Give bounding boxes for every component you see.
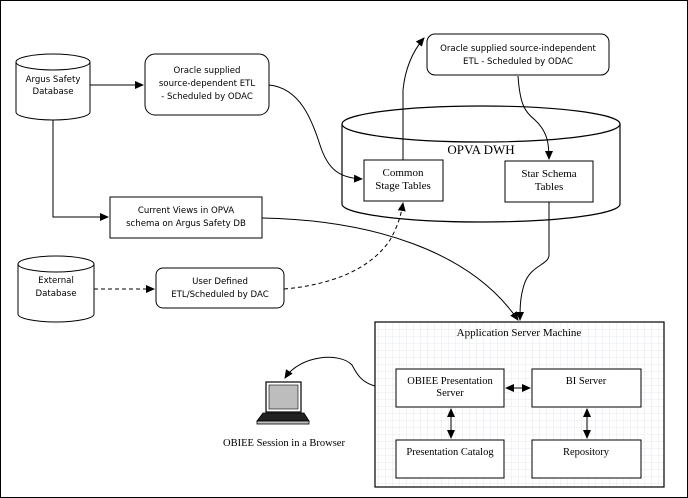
external-database: External Database [17, 255, 95, 323]
obiee-presentation-server-box: OBIEE Presentation Server [395, 368, 505, 408]
star-schema-line1: Star Schema [521, 168, 576, 180]
user-defined-etl-line1: User Defined [192, 277, 248, 287]
source-dependent-etl-line3: - Scheduled by ODAC [161, 92, 253, 102]
common-stage-tables-box: Common Stage Tables [363, 159, 444, 202]
external-db-label-line2: Database [35, 289, 76, 299]
bi-server-label: BI Server [566, 376, 607, 387]
argus-safety-database: Argus Safety Database [15, 53, 91, 121]
argus-db-label-line1: Argus Safety [26, 75, 81, 85]
edge-common-stage-to-source-independent-etl [402, 37, 425, 160]
source-dependent-etl-line1: Oracle supplied [173, 66, 240, 76]
source-independent-etl-line2: ETL - Scheduled by ODAC [463, 57, 573, 67]
repository-box: Repository [531, 439, 642, 479]
app-server-label: Application Server Machine [457, 327, 582, 339]
source-independent-etl-box: Oracle supplied source-independent ETL -… [426, 33, 610, 76]
repository-label: Repository [563, 447, 610, 458]
bi-server-box: BI Server [531, 368, 642, 408]
opva-dwh-label: OPVA DWH [447, 142, 514, 157]
presentation-catalog-box: Presentation Catalog [395, 439, 505, 479]
browser-session-label: OBIEE Session in a Browser [223, 438, 345, 449]
external-db-label-line1: External [38, 276, 74, 286]
edge-source-dependent-etl-to-common-stage [268, 84, 363, 183]
current-views-line1: Current Views in OPVA [138, 206, 234, 216]
presentation-catalog-label: Presentation Catalog [406, 447, 494, 458]
edge-app-server-to-browser [284, 356, 376, 387]
current-views-box: Current Views in OPVA schema on Argus Sa… [109, 196, 263, 239]
common-stage-line1: Common [383, 167, 424, 179]
user-defined-etl-box: User Defined ETL/Scheduled by DAC [155, 267, 285, 309]
edge-source-independent-etl-to-star-schema [517, 75, 553, 160]
source-dependent-etl-line2: source-dependent ETL [159, 79, 256, 89]
source-dependent-etl-box: Oracle supplied source-dependent ETL - S… [144, 53, 270, 116]
obiee-ps-line1: OBIEE Presentation [407, 376, 493, 387]
laptop-icon [256, 381, 310, 425]
star-schema-line2: Tables [535, 181, 564, 193]
edge-argus-to-current-views [52, 120, 109, 221]
common-stage-line2: Stage Tables [375, 180, 431, 192]
current-views-line2: schema on Argus Safety DB [126, 219, 246, 229]
edge-current-views-to-app-server [261, 217, 519, 321]
user-defined-etl-line2: ETL/Scheduled by DAC [171, 290, 269, 300]
argus-db-label-line2: Database [32, 87, 73, 97]
star-schema-tables-box: Star Schema Tables [504, 160, 594, 203]
obiee-ps-line2: Server [436, 388, 464, 399]
edge-star-schema-to-app-server [516, 202, 550, 321]
source-independent-etl-line1: Oracle supplied source-independent [440, 44, 596, 54]
